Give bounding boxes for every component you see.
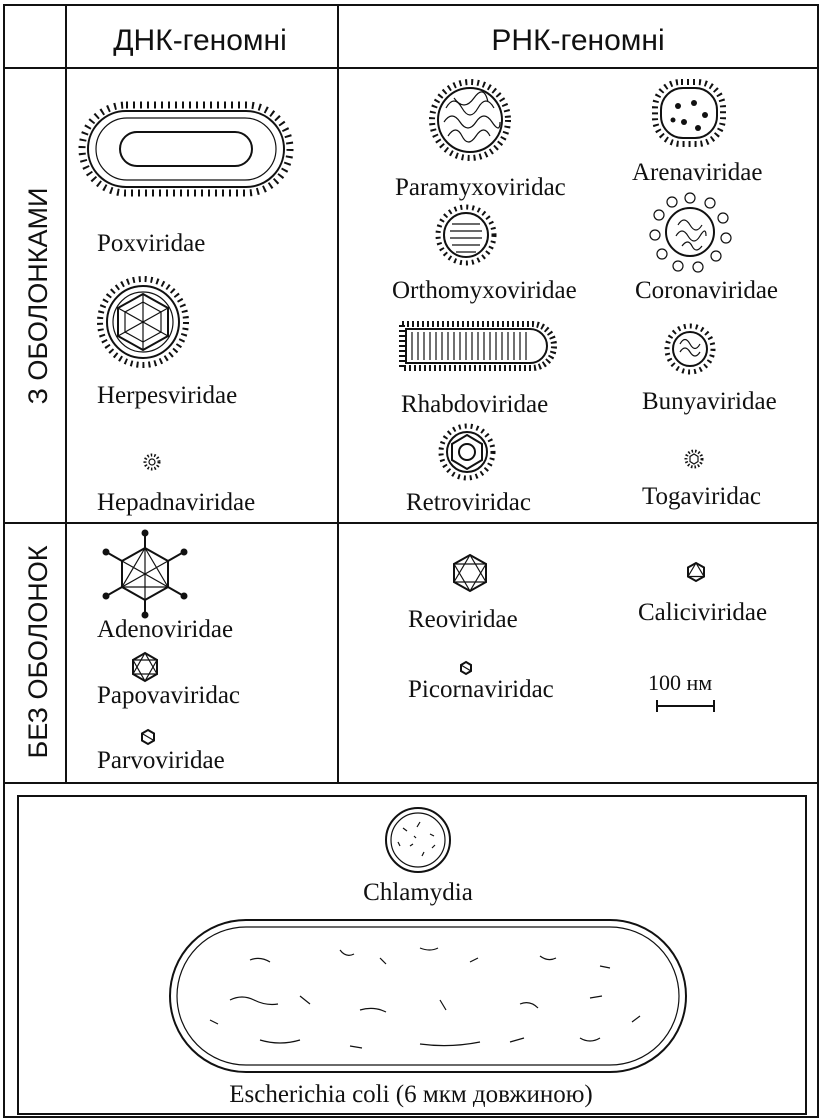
coronaviridae-label: Coronaviridae — [635, 277, 778, 304]
header-rna: РНК-геномні — [491, 24, 664, 57]
adenoviridae-label: Adenoviridae — [97, 616, 233, 643]
poxviridae-label: Poxviridae — [97, 230, 205, 257]
poxviridae-icon — [82, 105, 290, 193]
togaviridae-label: Togaviridac — [642, 483, 761, 510]
rhabdoviridae-label: Rhabdoviridae — [401, 391, 548, 418]
hepadnaviridae-icon — [145, 455, 159, 469]
reoviridae-label: Reoviridae — [408, 606, 518, 633]
scale-bar: 100 нм — [648, 670, 714, 712]
arenaviridae-label: Arenaviridae — [632, 159, 762, 186]
row-label-enveloped: З ОБОЛОНКАМИ — [23, 188, 53, 405]
paramyxoviridae-label: Paramyxoviridac — [395, 174, 566, 201]
retroviridae-label: Retroviridac — [406, 489, 531, 516]
bunyaviridae-label: Bunyaviridae — [642, 388, 777, 415]
papovaviridae-icon — [133, 653, 157, 681]
parvoviridae-label: Parvoviridae — [97, 747, 225, 774]
papovaviridae-label: Papovaviridac — [97, 682, 240, 709]
header-dna: ДНК-геномні — [113, 24, 287, 57]
ecoli-icon — [170, 920, 686, 1072]
caliciviridae-label: Caliciviridae — [638, 599, 767, 626]
orthomyxoviridae-icon — [438, 207, 494, 263]
adenoviridae-icon — [103, 530, 188, 619]
herpesviridae-icon — [100, 279, 186, 365]
chlamydia-label: Chlamydia — [363, 879, 473, 906]
chlamydia-icon — [386, 808, 450, 872]
bunyaviridae-icon — [667, 326, 713, 372]
scale-bar-label: 100 нм — [648, 670, 712, 695]
picornaviridae-label: Picornaviridac — [408, 676, 554, 703]
row-label-non-enveloped: БЕЗ ОБОЛОНОК — [23, 545, 53, 758]
rhabdoviridae-icon — [402, 324, 554, 368]
reoviridae-icon — [454, 555, 486, 591]
parvoviridae-icon — [142, 730, 154, 744]
arenaviridae-icon — [655, 82, 723, 144]
togaviridae-icon — [686, 451, 702, 467]
coronaviridae-icon — [650, 193, 731, 272]
hepadnaviridae-label: Hepadnaviridae — [97, 489, 255, 516]
picornaviridae-icon — [461, 662, 471, 674]
paramyxoviridae-icon — [432, 82, 508, 158]
caliciviridae-icon — [688, 563, 704, 581]
ecoli-label: Escherichia coli (6 мкм довжиною) — [229, 1081, 593, 1108]
orthomyxoviridae-label: Orthomyxoviridae — [392, 277, 577, 304]
retroviridae-icon — [441, 426, 493, 478]
herpesviridae-label: Herpesviridae — [97, 382, 237, 409]
